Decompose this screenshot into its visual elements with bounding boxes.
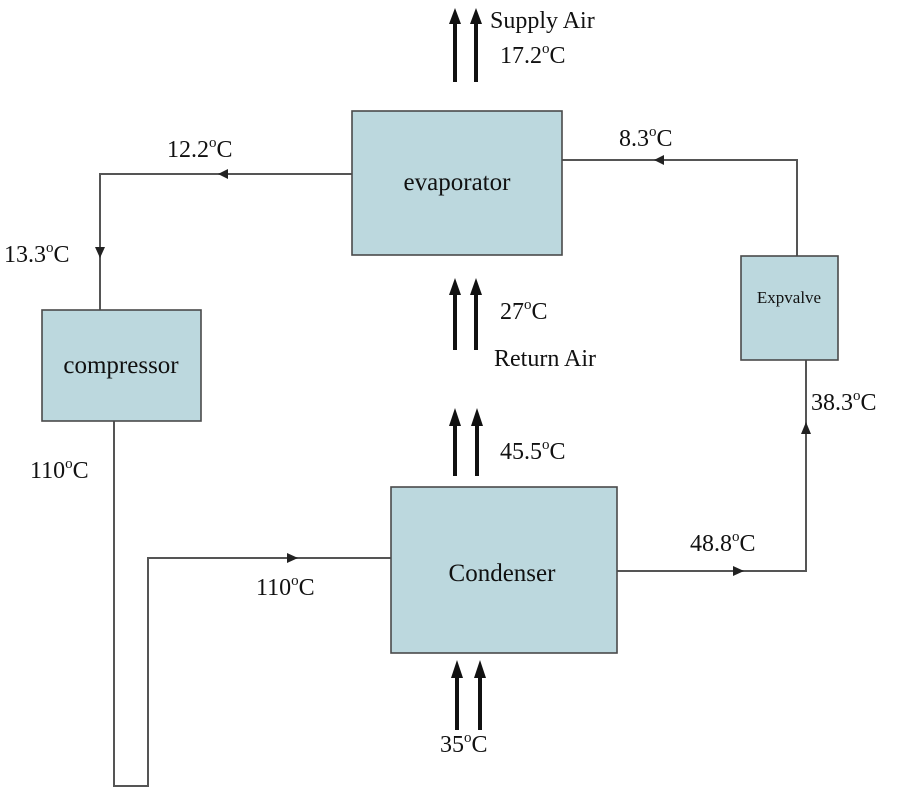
condenser-box: Condenser [390,486,618,654]
expvalve-box: Expvalve [740,255,839,361]
pipe-compressor-to-condenser [113,421,391,787]
condenser-inlet-temp: 110oC [256,573,315,601]
evaporator-label: evaporator [404,169,512,196]
condenser-air-out-arrows [449,408,483,476]
evap-inlet-temp: 8.3oC [619,124,673,152]
supply-air-label: Supply Air [490,8,595,34]
compressor-inlet-temp: 13.3oC [4,240,70,268]
flow-arrow-compressor-inlet [95,247,105,258]
evap-outlet-temp: 12.2oC [167,135,233,163]
supply-air-temp: 17.2oC [500,41,566,69]
pipe-evap-to-compressor [99,173,352,310]
expvalve-inlet-temp: 38.3oC [811,388,877,416]
condenser-air-in-arrows [451,660,486,730]
condenser-air-in-temp: 35oC [440,730,488,758]
condenser-label: Condenser [449,560,557,587]
supply-air-arrows [449,8,482,82]
pipe-expvalve-to-evap [562,159,798,256]
return-air-label: Return Air [494,346,596,372]
flow-arrow-condenser-outlet [733,566,744,576]
return-air-arrows [449,278,482,350]
condenser-air-out-temp: 45.5oC [500,437,566,465]
compressor-outlet-temp: 110oC [30,456,89,484]
evaporator-box: evaporator [351,110,563,256]
flow-arrow-evap-outlet [218,169,228,179]
condenser-outlet-temp: 48.8oC [690,529,756,557]
compressor-label: compressor [63,352,179,379]
expvalve-label: Expvalve [757,288,821,307]
return-air-temp: 27oC [500,297,548,325]
flow-arrow-expvalve-inlet [801,422,811,434]
compressor-box: compressor [41,309,202,422]
flow-arrow-evap-inlet [654,155,664,165]
flow-arrow-condenser-inlet [287,553,298,563]
